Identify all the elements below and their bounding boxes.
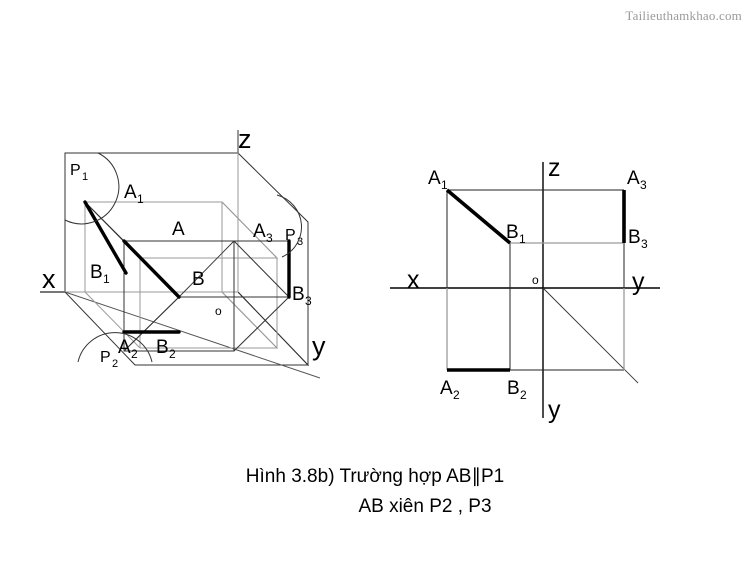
ortho-segment-a1b1 — [445, 188, 512, 245]
arc-p3 — [276, 194, 302, 258]
figure-caption: Hình 3.8b) Trường hợp AB∥P1 AB xiên P2 ,… — [0, 462, 750, 522]
caption-line-2: AB xiên P2 , P3 — [358, 496, 492, 517]
plane-p3-outline — [237, 151, 309, 367]
plane-p2-outline — [63, 291, 310, 366]
segment-ab — [122, 239, 181, 299]
orthographic-diagram — [390, 162, 660, 418]
caption-line-1: Hình 3.8b) Trường hợp AB∥P1 — [245, 466, 505, 487]
arc-p1 — [64, 152, 120, 225]
pictorial-diagram — [40, 130, 321, 379]
pictorial-axis-rays — [40, 130, 321, 379]
projection-box — [84, 201, 279, 350]
plane-angle-arcs — [64, 152, 302, 363]
watermark-text: Tailieuthamkhao.com — [625, 8, 742, 23]
segment-a1b1 — [83, 200, 128, 275]
segment-projections — [83, 200, 291, 334]
ortho-construction-faint — [446, 242, 625, 370]
arc-p2 — [77, 332, 153, 363]
ortho-segments — [445, 188, 626, 372]
bisector-line — [542, 287, 639, 384]
